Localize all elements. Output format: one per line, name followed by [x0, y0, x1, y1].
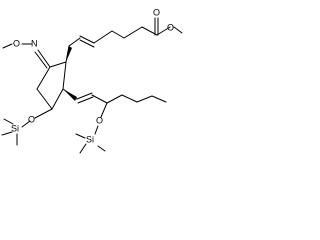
bond-ring-5: [62, 61, 67, 90]
bond-ring-si: [21, 120, 31, 128]
atom-ring-si: Si: [11, 123, 19, 133]
bond-trans-double-a: [76, 92, 93, 100]
bond-chain-3: [111, 30, 125, 39]
atom-chain-si: Si: [86, 134, 94, 144]
bond-ring-4: [51, 88, 64, 110]
atom-oxime-o: O: [13, 38, 20, 48]
atom-labels: O O N O O Si O Si: [11, 7, 174, 144]
bond-chain-1: [141, 26, 158, 36]
bond-cis-double-b: [79, 39, 95, 48]
bond-ring-si-me1: [3, 118, 14, 125]
bond-trans-double-b: [77, 96, 94, 104]
bond-chain-si: [94, 125, 99, 135]
bond-chain-si-me1: [75, 133, 86, 139]
bond-side-4: [106, 94, 123, 104]
bond-chain-4: [93, 30, 113, 44]
bond-side-7: [151, 95, 167, 103]
bond-chain-si-me3: [97, 145, 106, 152]
bonds: [1, 17, 183, 154]
bond-side-6: [136, 95, 153, 103]
atom-ring-o: O: [28, 114, 35, 124]
bond-cis-double-a: [79, 35, 95, 44]
bond-chain-si-me2: [79, 143, 87, 154]
bond-chain-o: [100, 102, 108, 118]
wedge-ring-chain: [66, 46, 72, 62]
bond-ring-o: [34, 108, 53, 119]
bond-ring-si-me2: [1, 131, 13, 136]
wedge-ring-side: [63, 89, 77, 101]
bond-ring-2: [36, 66, 51, 90]
bond-ester-o: [156, 26, 171, 36]
bond-side-5: [121, 94, 138, 103]
bond-methoxy-ester: [173, 26, 183, 34]
bond-ring-3: [36, 88, 53, 110]
bond-side-3: [91, 94, 108, 104]
atom-ester-carbonyl-o: O: [153, 7, 160, 17]
bond-oxime-double-a: [37, 49, 51, 68]
bond-oxime-double-b: [34, 51, 48, 69]
bond-ring-1: [49, 61, 67, 68]
atom-oxime-n: N: [31, 38, 38, 48]
atom-ester-o: O: [167, 22, 174, 32]
bond-chain-6: [68, 37, 81, 47]
atom-chain-o: O: [96, 115, 103, 125]
bond-oxime-methyl: [2, 43, 13, 49]
stereo-markers: [63, 46, 77, 101]
chemical-structure: O O N O O Si O Si: [1, 7, 183, 154]
bond-chain-2: [123, 26, 143, 39]
